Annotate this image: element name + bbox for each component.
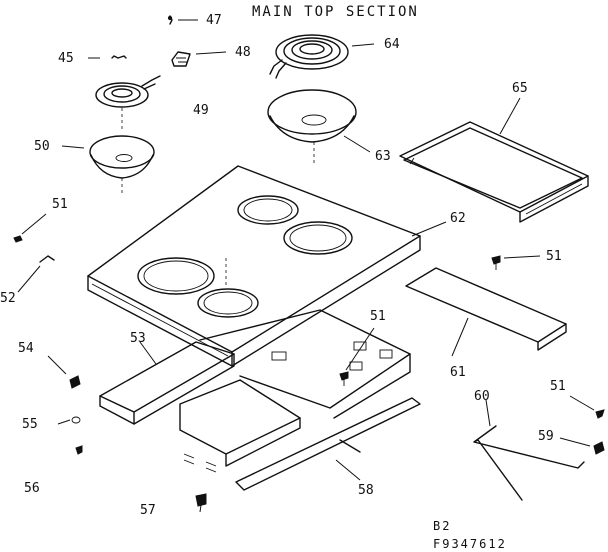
part-label-48: 48 bbox=[235, 45, 251, 60]
footer-code-line1: B2 bbox=[433, 519, 451, 533]
part-label-51-left: 51 bbox=[52, 197, 68, 212]
backguard-panel bbox=[399, 97, 589, 223]
screw-51-mid bbox=[339, 327, 375, 386]
nut-54 bbox=[47, 355, 81, 389]
main-cooktop bbox=[87, 165, 447, 367]
front-rail bbox=[235, 397, 421, 491]
part-label-49: 49 bbox=[193, 103, 209, 118]
part-label-51-rear: 51 bbox=[546, 249, 562, 264]
drip-pan-large bbox=[267, 89, 371, 166]
screw-51-left bbox=[13, 213, 47, 243]
part-label-52: 52 bbox=[0, 291, 16, 306]
diagram-title: MAIN TOP SECTION bbox=[252, 4, 419, 20]
side-bracket bbox=[17, 255, 55, 293]
part-label-56: 56 bbox=[24, 481, 40, 496]
terminal-block bbox=[171, 51, 227, 67]
fastener-57 bbox=[195, 493, 207, 507]
footer-code-line2: F9347612 bbox=[433, 537, 507, 551]
screw-51-rear bbox=[491, 255, 541, 270]
part-label-50: 50 bbox=[34, 139, 50, 154]
part-label-59: 59 bbox=[538, 429, 554, 444]
washer-55 bbox=[57, 416, 81, 425]
part-label-45: 45 bbox=[58, 51, 74, 66]
screw-51-right bbox=[569, 395, 605, 419]
lower-frame bbox=[99, 309, 411, 513]
part-label-54: 54 bbox=[18, 341, 34, 356]
part-label-58: 58 bbox=[358, 483, 374, 498]
part-label-60: 60 bbox=[474, 389, 490, 404]
part-label-55: 55 bbox=[22, 417, 38, 432]
terminal-clip bbox=[88, 55, 127, 59]
drip-pan-small bbox=[61, 135, 155, 194]
wire-rod bbox=[473, 399, 585, 501]
part-label-51-mid: 51 bbox=[370, 309, 386, 324]
part-label-63: 63 bbox=[375, 149, 391, 164]
part-label-53: 53 bbox=[130, 331, 146, 346]
screw-small bbox=[167, 15, 198, 25]
part-label-61: 61 bbox=[450, 365, 466, 380]
rear-vent-panel bbox=[405, 267, 567, 357]
screw-56 bbox=[75, 445, 83, 455]
part-label-57: 57 bbox=[140, 503, 156, 518]
surface-element-small bbox=[95, 75, 161, 130]
part-label-64: 64 bbox=[384, 37, 400, 52]
part-label-47: 47 bbox=[206, 13, 222, 28]
part-label-62: 62 bbox=[450, 211, 466, 226]
part-label-51-right: 51 bbox=[550, 379, 566, 394]
part-label-65: 65 bbox=[512, 81, 528, 96]
surface-element-large bbox=[269, 34, 375, 79]
clip-59 bbox=[559, 437, 605, 455]
